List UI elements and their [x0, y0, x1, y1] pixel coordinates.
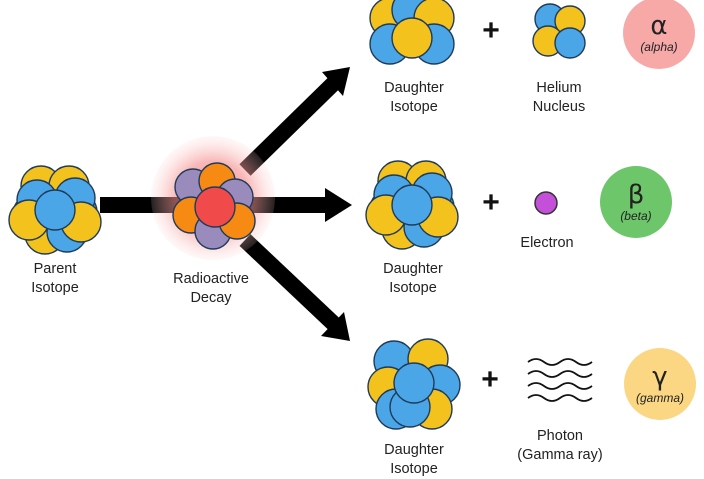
- decaying-nucleus: [172, 162, 256, 250]
- arrow-shaft-alpha: [239, 76, 341, 176]
- photon-label: Photon(Gamma ray): [517, 428, 603, 463]
- blue-nucleon: [34, 189, 76, 231]
- daughter-nucleus-beta: [365, 160, 459, 250]
- arrow-head-beta: [325, 188, 352, 222]
- alpha-symbol: α: [650, 11, 668, 41]
- electron-label: Electron: [520, 235, 574, 251]
- photon-wave-icon: [527, 358, 593, 402]
- blue-nucleon: [391, 184, 433, 226]
- gamma-badge: γ (gamma): [624, 348, 696, 420]
- daughter-nucleus-alpha: [369, 0, 455, 65]
- blue-nucleon: [554, 27, 586, 59]
- blue-nucleon: [393, 362, 435, 404]
- arrow-shaft-gamma: [239, 234, 341, 331]
- plus-sign-alpha: +: [482, 14, 500, 47]
- radioactive-decay-diagram: [8, 0, 593, 430]
- helium-nucleus: [532, 3, 586, 59]
- gamma-name: (gamma): [635, 391, 684, 405]
- yellow-nucleon: [391, 17, 433, 59]
- alpha-badge: α (alpha): [623, 0, 695, 69]
- electron-particle: [534, 191, 558, 215]
- beta-symbol: β: [627, 180, 645, 210]
- plus-sign-beta: +: [482, 186, 500, 219]
- beta-name: (beta): [620, 209, 652, 223]
- red-nucleon: [194, 186, 236, 228]
- parent-nucleus: [8, 165, 102, 255]
- plus-sign-gamma: +: [481, 363, 499, 396]
- alpha-name: (alpha): [640, 40, 678, 54]
- beta-badge: β (beta): [600, 166, 672, 238]
- daughter-nucleus-gamma: [367, 338, 461, 430]
- gamma-symbol: γ: [652, 362, 668, 392]
- arrow-head-alpha: [322, 67, 350, 96]
- arrow-head-gamma: [321, 312, 350, 341]
